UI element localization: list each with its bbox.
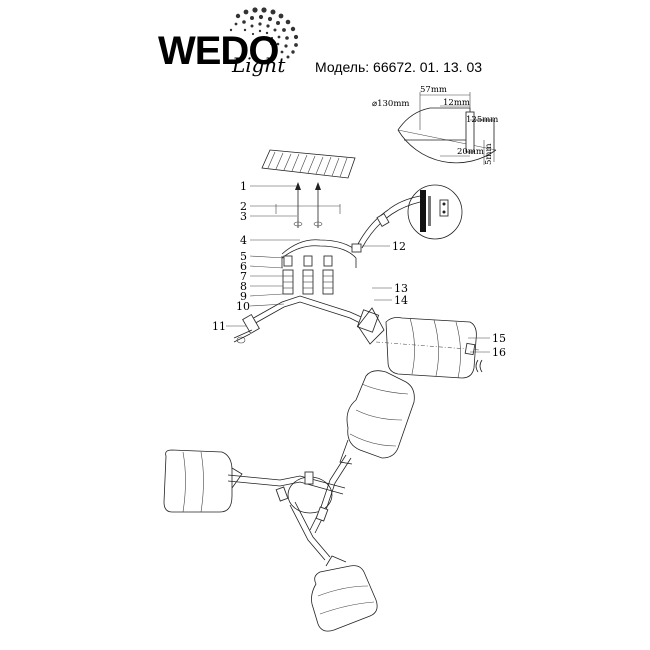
callout-leaders [226,185,490,353]
socket-middle [302,255,314,295]
canopy-dimension-detail: ⌀130mm 57mm 12mm 125mm 20mm 5mm [372,85,498,165]
callout-6: 6 [240,260,247,273]
callout-7: 7 [240,270,247,283]
wire-detail-callout [357,184,463,249]
callout-11: 11 [212,320,226,333]
callout-10: 10 [236,300,250,313]
shade-left [163,449,243,513]
callout-9: 9 [240,290,247,303]
callout-8: 8 [240,280,247,293]
exploded-arm [233,295,385,345]
callout-12: 12 [392,240,406,253]
logo-dot-swirl-icon [229,7,299,59]
brand-logo: WEDO Light [158,7,299,77]
shade-bottom [311,555,378,632]
socket-left [282,255,294,295]
assembled-fixture [163,370,415,632]
callout-14: 14 [394,294,408,307]
shade-top [339,370,415,465]
callout-15: 15 [492,332,506,345]
callout-16: 16 [492,346,506,359]
assembled-arms [227,454,352,561]
socket-assemblies [282,255,334,295]
dim-20: 20mm [457,147,484,157]
dim-5: 5mm [484,143,494,165]
socket-right [322,255,334,295]
model-number: Модель: 66672. 01. 13. 03 [315,59,482,75]
ceiling-hatch [261,149,356,179]
logo-wordmark: WEDO [158,29,278,73]
mounting-hardware [275,182,341,228]
dim-12: 12mm [443,98,470,108]
dim-diameter: ⌀130mm [372,99,409,109]
callout-2: 2 [240,200,247,213]
callout-3: 3 [240,210,247,223]
canopy-bracket [281,239,362,268]
exploded-glass-shade [375,317,483,379]
dim-125: 125mm [466,115,498,125]
logo-script: Light [231,53,286,77]
callout-1: 1 [240,180,247,193]
callout-4: 4 [240,234,247,247]
callout-13: 13 [394,282,408,295]
dim-57: 57mm [420,85,447,95]
callout-5: 5 [240,250,247,263]
callout-numbers: 1 2 3 4 5 6 7 8 9 10 11 12 13 14 15 16 [212,180,506,359]
